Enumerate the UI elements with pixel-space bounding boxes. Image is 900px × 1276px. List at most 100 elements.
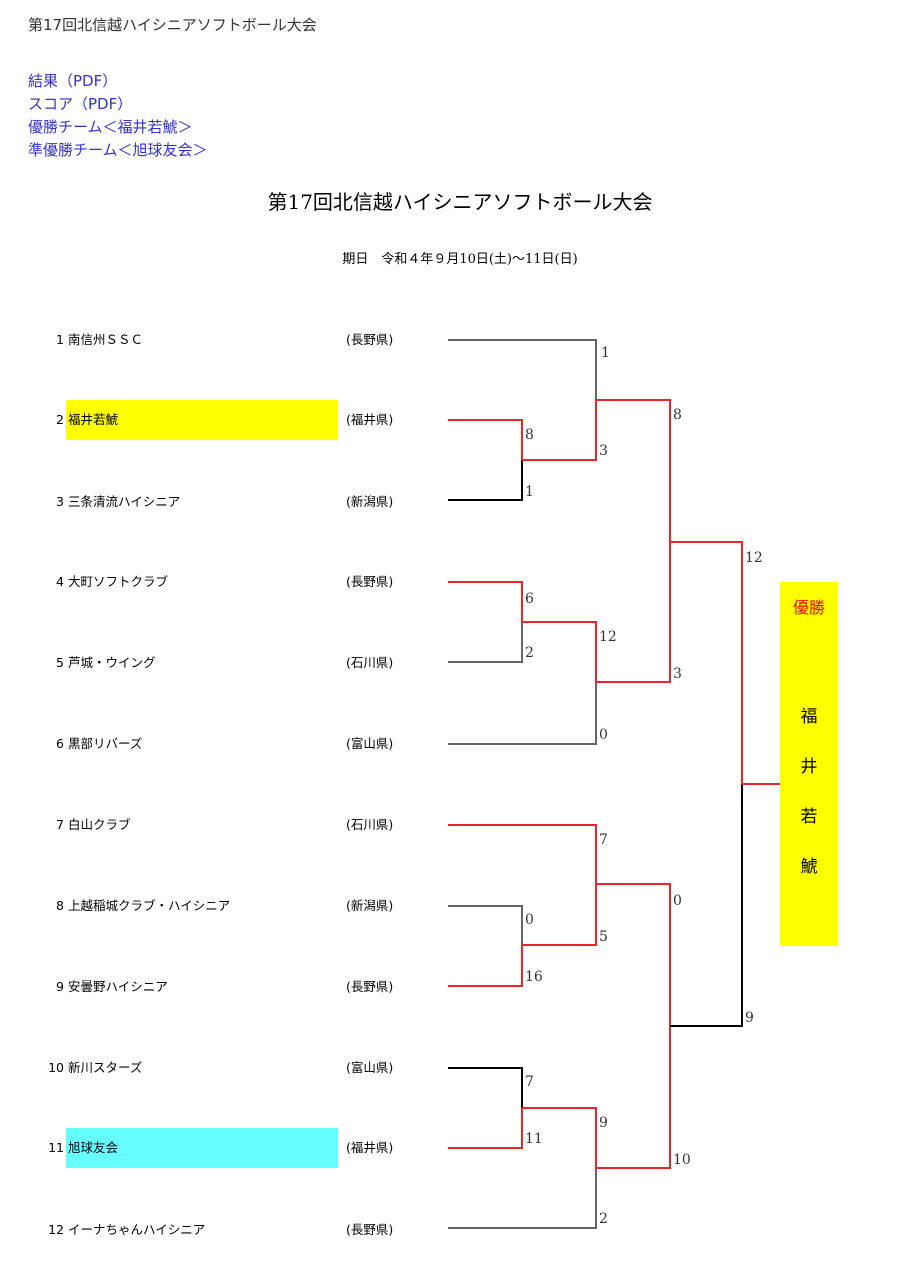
bracket-line (522, 1107, 597, 1168)
bracket-line (448, 945, 523, 987)
team-seed: 7 (56, 817, 64, 832)
champion-name: 福 井 若 鯱 (780, 692, 838, 892)
bracket-line (596, 883, 671, 1026)
champion-char: 鯱 (800, 857, 818, 877)
score: 9 (599, 1115, 608, 1131)
team-prefecture: (富山県) (346, 1060, 394, 1075)
bracket-line (522, 884, 597, 946)
score: 16 (525, 969, 543, 985)
bracket-date: 期日 令和４年９月10日(土)～11日(日) (342, 252, 578, 267)
team-name: 芦城・ウイング (68, 655, 156, 670)
champion-char: 福 (800, 707, 818, 727)
team-prefecture: (福井県) (346, 412, 394, 427)
bracket-line (448, 682, 597, 745)
team-prefecture: (石川県) (346, 655, 394, 670)
result-links: 結果（PDF） スコア（PDF） 優勝チーム＜福井若鯱＞ 準優勝チーム＜旭球友会… (28, 70, 208, 162)
score: 1 (601, 345, 610, 361)
bracket-line (448, 419, 523, 460)
score: 11 (525, 1131, 543, 1147)
score: 0 (599, 727, 608, 743)
score: 8 (525, 427, 534, 443)
team-seed: 11 (48, 1140, 64, 1155)
team-prefecture: (福井県) (346, 1140, 394, 1155)
bracket-line (596, 399, 671, 542)
bracket-line (670, 784, 743, 1027)
team-name: 白山クラブ (68, 817, 131, 832)
team-seed: 6 (56, 736, 64, 751)
bracket-line (448, 905, 523, 945)
team-row: 6 黒部リバーズ (36, 732, 338, 756)
team-name: 大町ソフトクラブ (68, 574, 169, 589)
score: 1 (525, 484, 534, 500)
team-seed: 2 (56, 412, 64, 427)
score: 7 (525, 1074, 534, 1090)
team-seed: 12 (48, 1222, 64, 1237)
bracket-line (448, 1067, 523, 1108)
bracket-line (448, 460, 523, 501)
team-row: 4 大町ソフトクラブ (36, 570, 338, 594)
bracket-line (670, 541, 743, 784)
team-prefecture: (長野県) (346, 574, 394, 589)
team-name-champion: 福井若鯱 (66, 400, 338, 440)
team-row: 12 イーナちゃんハイシニア (36, 1218, 338, 1242)
score: 12 (745, 550, 763, 566)
champion-label: 優勝 (792, 598, 825, 617)
score: 2 (599, 1211, 608, 1227)
team-seed: 4 (56, 574, 64, 589)
bracket-line (448, 824, 597, 884)
team-prefecture: (長野県) (346, 1222, 394, 1237)
team-row: 3 三条清流ハイシニア (36, 490, 338, 514)
team-seed: 3 (56, 494, 64, 509)
score: 0 (673, 893, 682, 909)
team-name: 上越稲城クラブ・ハイシニア (68, 898, 231, 913)
team-name: 南信州ＳＳＣ (68, 332, 144, 347)
bracket-line (448, 339, 597, 400)
team-seed: 1 (56, 332, 64, 347)
bracket-line (448, 1168, 597, 1229)
score: 2 (525, 645, 534, 661)
team-prefecture: (長野県) (346, 979, 394, 994)
bracket-line (522, 621, 597, 682)
runner-up-team-link[interactable]: 準優勝チーム＜旭球友会＞ (28, 141, 208, 159)
champion-char: 井 (800, 757, 818, 777)
bracket-line (596, 542, 671, 683)
bracket-line (448, 581, 523, 622)
score: 6 (525, 591, 534, 607)
score: 3 (599, 443, 608, 459)
score: 8 (673, 407, 682, 423)
team-prefecture: (新潟県) (346, 494, 394, 509)
score: 0 (525, 912, 534, 928)
score: 7 (599, 832, 608, 848)
team-prefecture: (長野県) (346, 332, 394, 347)
team-row: 8 上越稲城クラブ・ハイシニア (36, 894, 338, 918)
score: 12 (599, 629, 617, 645)
team-row: 9 安曇野ハイシニア (36, 975, 338, 999)
bracket-line (596, 1026, 671, 1169)
team-name-runner-up: 旭球友会 (66, 1128, 338, 1168)
bracket-line (522, 400, 597, 461)
champion-team-link[interactable]: 優勝チーム＜福井若鯱＞ (28, 118, 193, 136)
team-seed: 8 (56, 898, 64, 913)
team-seed: 10 (48, 1060, 64, 1075)
score: 9 (745, 1010, 754, 1026)
results-pdf-link[interactable]: 結果（PDF） (28, 72, 118, 90)
bracket-title: 第17回北信越ハイシニアソフトボール大会 (267, 190, 653, 214)
site-title: 第17回北信越ハイシニアソフトボール大会 (28, 16, 317, 34)
champion-box: 優勝 福 井 若 鯱 (780, 582, 838, 946)
team-name: イーナちゃんハイシニア (68, 1222, 206, 1237)
team-name: 三条清流ハイシニア (68, 494, 181, 509)
team-name: 黒部リバーズ (68, 736, 143, 751)
bracket-line (448, 622, 523, 663)
team-prefecture: (石川県) (346, 817, 394, 832)
team-name: 安曇野ハイシニア (68, 979, 168, 994)
score: 5 (599, 929, 608, 945)
team-row: 7 白山クラブ (36, 813, 338, 837)
team-name: 新川スターズ (68, 1060, 143, 1075)
champion-char: 若 (800, 807, 818, 827)
score-pdf-link[interactable]: スコア（PDF） (28, 95, 133, 113)
score: 10 (673, 1152, 691, 1168)
team-seed: 9 (56, 979, 64, 994)
